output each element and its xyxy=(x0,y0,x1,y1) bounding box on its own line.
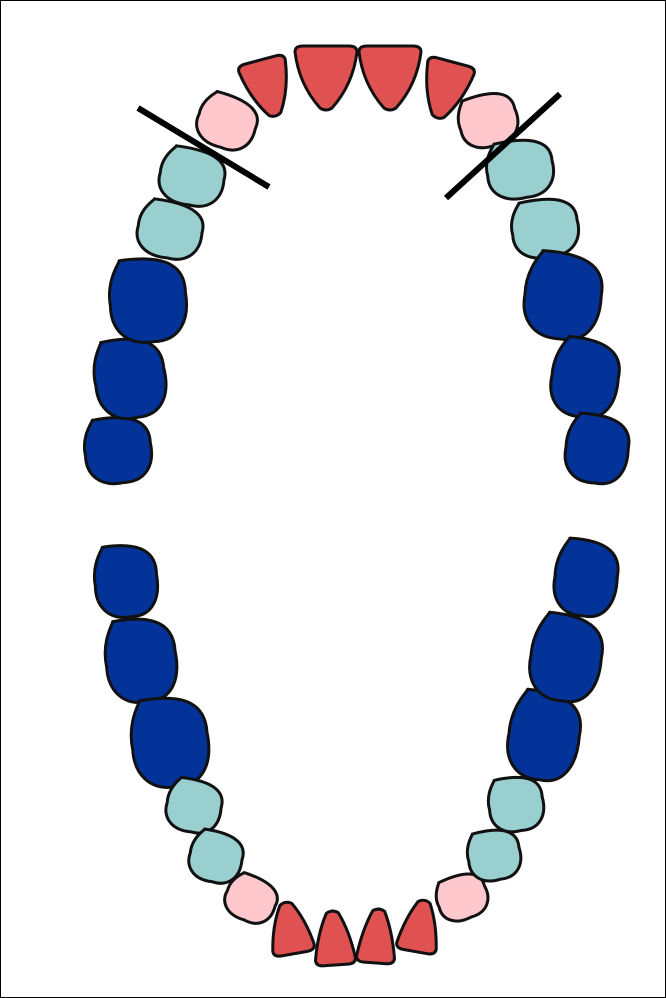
lower-molar-tooth-15 xyxy=(525,610,607,705)
upper-arch xyxy=(80,46,631,487)
lower-incisor-tooth-9 xyxy=(356,908,398,965)
upper-premolar-tooth-12 xyxy=(482,134,558,203)
upper-molar-tooth-1 xyxy=(80,412,155,487)
upper-molar-tooth-14 xyxy=(521,249,606,343)
lower-molar-tooth-1 xyxy=(91,542,161,621)
upper-molar-tooth-15 xyxy=(547,335,624,422)
lower-molar-tooth-3 xyxy=(126,692,214,792)
lower-molar-tooth-2 xyxy=(100,613,181,706)
upper-molar-tooth-16 xyxy=(562,412,631,487)
lower-molar-tooth-16 xyxy=(551,537,621,619)
upper-incisor-tooth-9 xyxy=(359,46,421,110)
lower-incisor-tooth-8 xyxy=(312,910,356,967)
lower-premolar-tooth-13 xyxy=(484,772,547,835)
upper-incisor-tooth-8 xyxy=(295,46,357,110)
upper-molar-tooth-3 xyxy=(106,254,191,346)
upper-molar-tooth-2 xyxy=(88,332,171,423)
lower-arch xyxy=(91,537,621,967)
